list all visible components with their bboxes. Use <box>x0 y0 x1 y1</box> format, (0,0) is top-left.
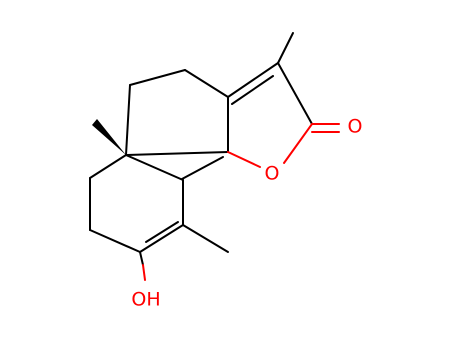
bond <box>277 62 313 125</box>
bond <box>125 154 184 181</box>
heteroatom-bonds <box>142 123 340 281</box>
bond <box>139 251 144 266</box>
bond <box>139 224 184 253</box>
bond-methyl <box>277 32 294 64</box>
bond-o-c-ring <box>283 123 313 164</box>
bond <box>184 69 229 98</box>
bond <box>227 62 279 98</box>
carbonyl-oxygen-label: O <box>348 116 363 138</box>
bond <box>89 229 141 253</box>
bond-methyl <box>182 224 229 253</box>
double-bond <box>145 221 179 243</box>
double-bond <box>181 156 224 180</box>
wedge-bond <box>92 119 126 155</box>
hydroxyl-label: OH <box>131 289 160 311</box>
bond <box>125 84 131 156</box>
bond-hydroxyl <box>142 264 146 281</box>
ring-oxygen-label: O <box>265 163 280 185</box>
double-bond <box>125 151 229 156</box>
double-bond <box>231 75 274 105</box>
bonds <box>89 32 313 266</box>
bond-c-o-ring <box>227 151 261 168</box>
bond <box>129 69 186 86</box>
bond <box>89 154 127 179</box>
